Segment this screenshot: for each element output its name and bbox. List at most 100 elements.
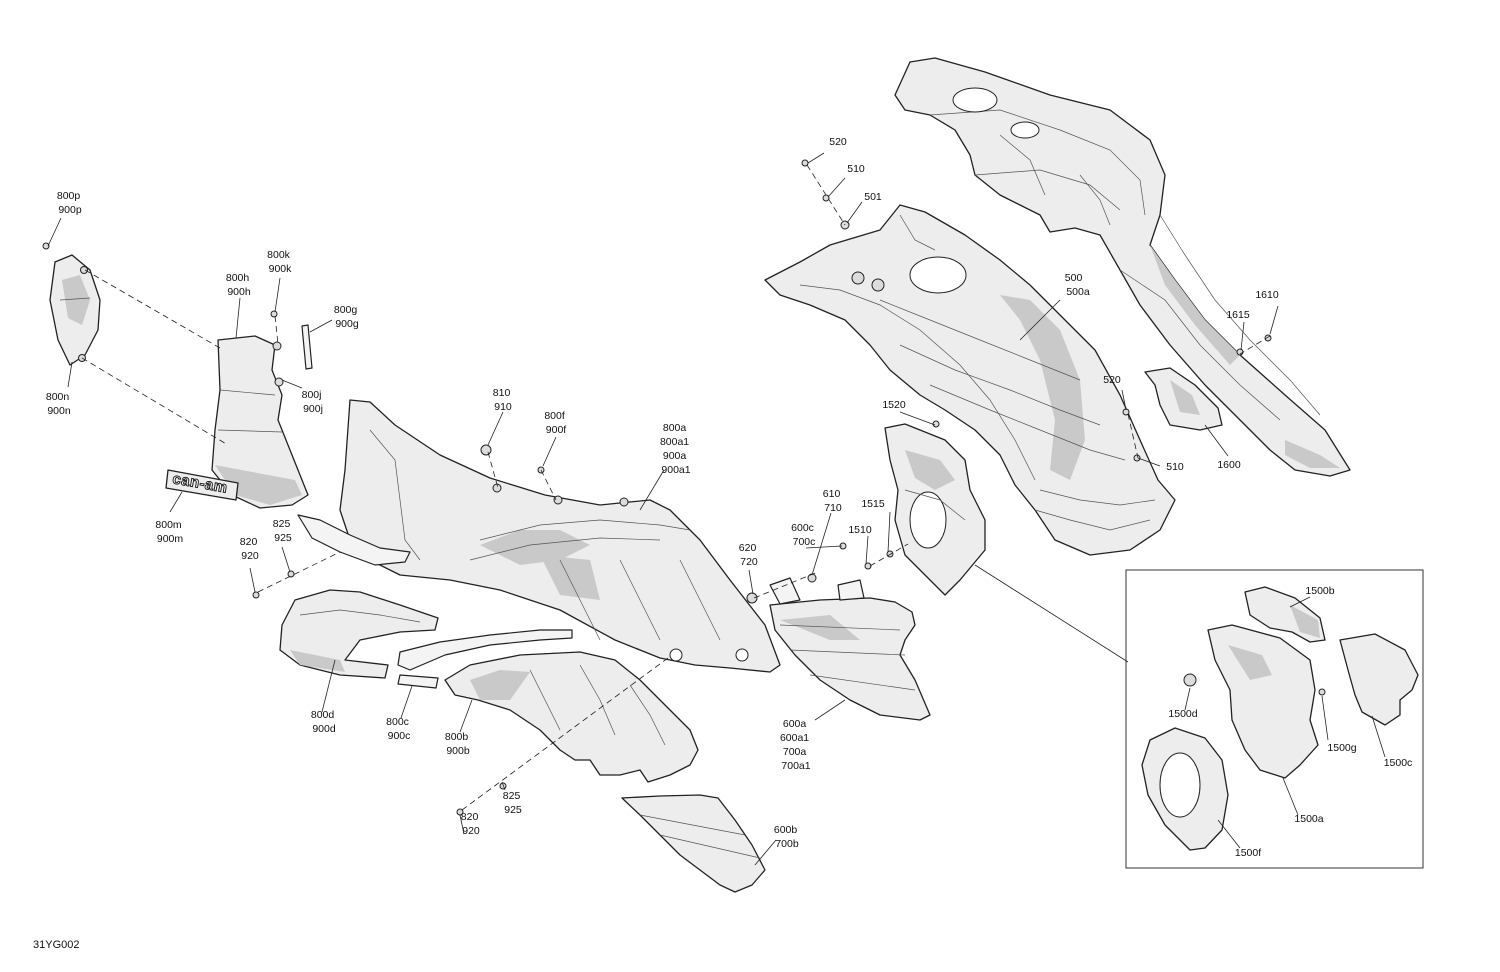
- callout-800f-1: 900f: [546, 424, 567, 436]
- callout-800b-1: 900b: [446, 745, 470, 757]
- svg-text:825 925: 825 925: [503, 790, 523, 816]
- svg-text:820 920: 820 920: [240, 536, 260, 562]
- part-1600-bracket: [1144, 367, 1223, 431]
- callout-800a-1: 800a1: [660, 436, 689, 448]
- callout-600c-1: 700c: [793, 536, 816, 548]
- callout-500-0: 500: [1065, 272, 1083, 284]
- callout-510b: 510: [1166, 461, 1184, 473]
- callout-600b-0: 600b: [774, 824, 798, 836]
- svg-text:800k 900k: 800k 900k: [267, 249, 293, 275]
- callout-800a-2: 900a: [663, 450, 687, 462]
- callout-1500d: 1500d: [1168, 708, 1197, 720]
- callout-620-1: 720: [740, 556, 758, 568]
- callout-labels: 520 510 501 500 500a 1610 1615 520 510 1…: [46, 136, 1412, 859]
- callout-800p-0: 800p: [57, 190, 81, 202]
- callout-1610: 1610: [1255, 289, 1279, 301]
- callout-1615: 1615: [1226, 309, 1250, 321]
- svg-text:1500g: 1500g: [1327, 742, 1356, 754]
- assembly-dashed-lines: [81, 164, 1271, 811]
- svg-text:825 925: 825 925: [273, 518, 293, 544]
- callout-825a-0: 825: [273, 518, 291, 530]
- callout-1600: 1600: [1217, 459, 1241, 471]
- svg-text:1500d: 1500d: [1168, 708, 1197, 720]
- svg-text:1500f: 1500f: [1235, 847, 1261, 859]
- part-strip-800c: [397, 629, 573, 689]
- svg-text:600a 600a1 700a: 600a 600a1 700a 700a1: [780, 718, 812, 772]
- part-tank-cover: [764, 204, 1176, 556]
- callout-600a-1: 600a1: [780, 732, 809, 744]
- callout-800a-0: 800a: [663, 422, 687, 434]
- svg-text:800n 900n: 800n 900n: [46, 391, 72, 417]
- svg-text:520: 520: [829, 136, 847, 148]
- part-rod-800g: [301, 324, 313, 370]
- callout-800n-0: 800n: [46, 391, 70, 403]
- svg-text:510: 510: [1166, 461, 1184, 473]
- callout-1500b: 1500b: [1305, 585, 1334, 597]
- svg-text:1500b: 1500b: [1305, 585, 1334, 597]
- callout-1500a: 1500a: [1294, 813, 1323, 825]
- callout-800h-0: 800h: [226, 272, 250, 284]
- part-main-side-panel: [339, 399, 781, 673]
- callout-600b-1: 700b: [775, 838, 799, 850]
- svg-text:1610: 1610: [1255, 289, 1279, 301]
- callout-820a-0: 820: [240, 536, 258, 548]
- svg-text:1500a: 1500a: [1294, 813, 1323, 825]
- svg-text:800f 900f: 800f 900f: [544, 410, 567, 436]
- svg-text:800c 900c: 800c 900c: [386, 716, 412, 742]
- callout-800h-1: 900h: [227, 286, 251, 298]
- svg-text:1520: 1520: [882, 399, 906, 411]
- callout-810-0: 810: [493, 387, 511, 399]
- callout-1520: 1520: [882, 399, 906, 411]
- detail-inset: [974, 564, 1424, 869]
- callout-800j-0: 800j: [302, 389, 322, 401]
- svg-text:600b 700b: 600b 700b: [774, 824, 800, 850]
- svg-text:620 720: 620 720: [739, 542, 759, 568]
- callout-600a-2: 700a: [783, 746, 807, 758]
- svg-text:500 500a: 500 500a: [1065, 272, 1090, 298]
- svg-text:600c 700c: 600c 700c: [791, 522, 817, 548]
- callout-800g-1: 900g: [335, 318, 359, 330]
- svg-text:800p 900p: 800p 900p: [57, 190, 83, 216]
- svg-text:800m 900m: 800m 900m: [155, 519, 184, 545]
- callout-600a-3: 700a1: [781, 760, 810, 772]
- svg-text:510: 510: [847, 163, 865, 175]
- callout-1510: 1510: [848, 524, 872, 536]
- callout-800c-1: 900c: [388, 730, 411, 742]
- svg-text:820 920: 820 920: [461, 811, 481, 837]
- callout-800m-0: 800m: [155, 519, 182, 531]
- callout-800f-0: 800f: [544, 410, 565, 422]
- leader-lines: [47, 152, 1386, 866]
- callout-800a-3: 900a1: [661, 464, 690, 476]
- callout-800g-0: 800g: [334, 304, 358, 316]
- svg-text:800j 900j: 800j 900j: [302, 389, 325, 415]
- part-upper-console-cover: [894, 57, 1351, 477]
- callout-800k-1: 900k: [269, 263, 293, 275]
- svg-text:800h 900h: 800h 900h: [226, 272, 252, 298]
- callout-500-1: 500a: [1066, 286, 1090, 298]
- part-lower-panel-800b: [444, 651, 699, 783]
- part-guard-assembly: [884, 423, 986, 596]
- callout-800c-0: 800c: [386, 716, 409, 728]
- callout-1500g: 1500g: [1327, 742, 1356, 754]
- callout-610-1: 710: [824, 502, 842, 514]
- svg-text:1510: 1510: [848, 524, 872, 536]
- callout-600a-0: 600a: [783, 718, 807, 730]
- part-panel-800d: [279, 589, 439, 679]
- svg-text:800a 800a1 900a: 800a 800a1 900a 900a1: [660, 422, 692, 476]
- callout-800b-0: 800b: [445, 731, 469, 743]
- part-front-side-panel: [49, 254, 101, 366]
- callout-800j-1: 900j: [303, 403, 323, 415]
- callout-800n-1: 900n: [47, 405, 71, 417]
- part-lower-trim: [297, 514, 411, 566]
- callout-800d-1: 900d: [312, 723, 336, 735]
- svg-text:610 710: 610 710: [823, 488, 843, 514]
- callout-1500c: 1500c: [1384, 757, 1413, 769]
- callout-820b-0: 820: [461, 811, 479, 823]
- callout-610-0: 610: [823, 488, 841, 500]
- svg-text:1600: 1600: [1217, 459, 1241, 471]
- callout-620-0: 620: [739, 542, 757, 554]
- part-side-shroud-600a: [769, 577, 931, 721]
- svg-text:1515: 1515: [861, 498, 885, 510]
- svg-text:800g 900g: 800g 900g: [334, 304, 360, 330]
